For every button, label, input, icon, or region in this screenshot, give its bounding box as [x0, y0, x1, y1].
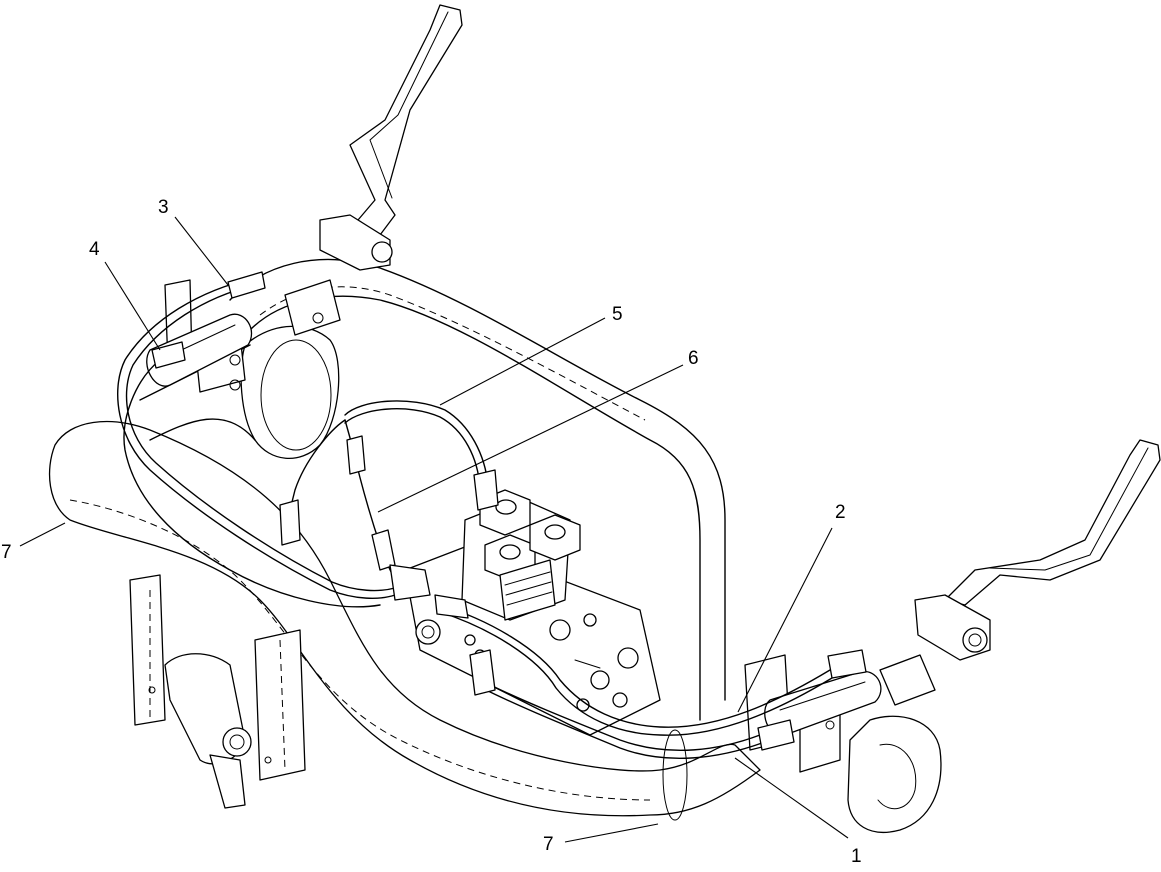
hose-2	[434, 594, 867, 736]
right-cylinder	[764, 670, 882, 737]
callout-7-bottom: 7	[543, 834, 554, 855]
hose-3	[117, 271, 396, 599]
leader-7a	[19, 522, 66, 547]
callout-6: 6	[688, 348, 699, 369]
leader-5	[439, 317, 606, 406]
leader-3	[174, 216, 229, 286]
right-control-lever	[879, 439, 1161, 706]
hose-clamp-ring	[662, 729, 688, 821]
leader-2	[737, 527, 833, 713]
leader-4	[104, 261, 161, 351]
hose-1	[469, 649, 795, 760]
callouts: 1 2 3 4 5 6 7 7	[1, 197, 862, 867]
callout-5: 5	[612, 304, 623, 325]
left-mount-bracket	[129, 574, 306, 809]
leader-6	[377, 364, 684, 513]
callout-1: 1	[851, 846, 862, 867]
callout-2: 2	[835, 502, 846, 523]
hose-5	[279, 400, 499, 546]
callout-4: 4	[89, 239, 100, 260]
hose-4	[123, 341, 381, 608]
callout-7-left: 7	[1, 542, 12, 563]
left-control-lever	[284, 4, 463, 336]
leader-7b	[564, 823, 659, 843]
leader-lines	[19, 216, 849, 843]
leader-1	[734, 757, 849, 839]
tubular-frame	[48, 258, 761, 817]
callout-3: 3	[158, 197, 169, 218]
hose-6	[344, 419, 431, 601]
